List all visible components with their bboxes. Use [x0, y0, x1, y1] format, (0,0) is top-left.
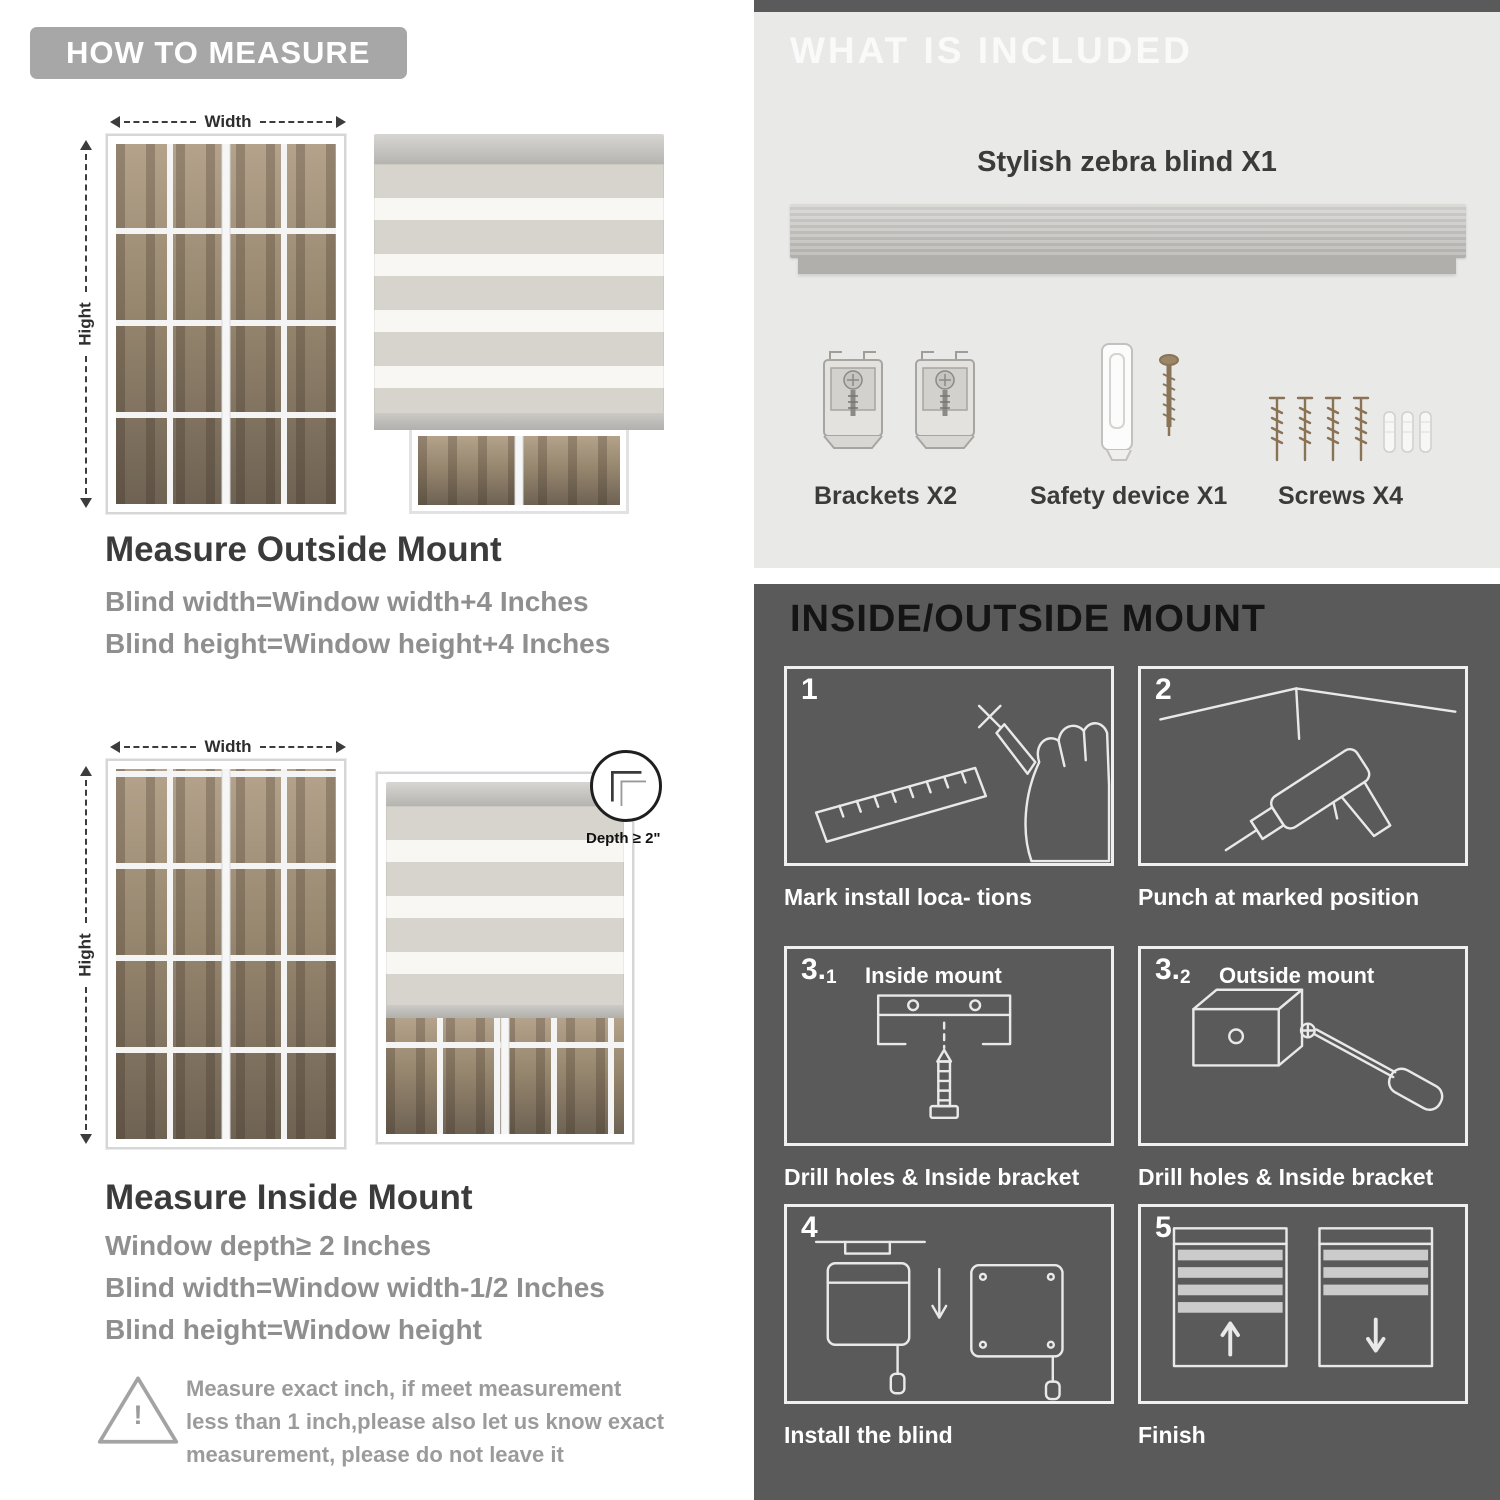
dashed-line — [85, 356, 87, 494]
width-arrow-outside: Width — [110, 112, 346, 132]
zebra-blind-illustration-inside — [376, 772, 634, 1144]
top-divider-strip — [754, 0, 1500, 12]
inside-mount-rule: Window depth≥ 2 Inches — [105, 1230, 432, 1261]
step-number: 3.1 — [801, 953, 837, 988]
mount-section-header: INSIDE/OUTSIDE MOUNT — [790, 598, 1267, 640]
outside-mount-rule: Blind height=Window height+4 Inches — [105, 628, 611, 659]
inside-outside-mount-section: INSIDE/OUTSIDE MOUNT 1 Mark install loca… — [754, 584, 1500, 1500]
step-panel-3-2: 3.2 Outside mount — [1138, 946, 1468, 1146]
corner-depth-icon — [611, 771, 646, 806]
zebra-stripes — [386, 806, 624, 1006]
height-arrow-outside: Hight — [76, 140, 96, 508]
arrow-left-icon — [110, 741, 120, 753]
window-panes — [116, 144, 336, 504]
depth-label: Depth ≥ 2" — [586, 830, 661, 847]
arrow-up-icon — [80, 766, 92, 776]
warning-exclamation: ! — [133, 1400, 143, 1430]
drill-illustration — [1159, 687, 1457, 852]
inside-mount-rule: Blind width=Window width-1/2 Inches — [105, 1272, 605, 1303]
install-blind-illustration — [814, 1240, 1064, 1401]
zebra-stripes — [374, 164, 664, 414]
zebra-blind-illustration-outside — [374, 134, 664, 514]
window-illustration-outside — [106, 134, 346, 514]
step-caption: Finish — [1138, 1422, 1206, 1448]
step-panel-1: 1 — [784, 666, 1114, 866]
step-number: 2 — [1155, 673, 1172, 706]
safety-device-icon — [1101, 343, 1179, 461]
step-caption: Drill holes & Inside bracket — [1138, 1164, 1434, 1190]
step-caption: Mark install loca- tions — [784, 884, 1032, 910]
arrow-left-icon — [110, 116, 120, 128]
screws-label: Screws X4 — [1278, 482, 1404, 510]
height-label: Hight — [76, 302, 95, 346]
outside-mount-rule: Blind width=Window width+4 Inches — [105, 586, 589, 617]
window-below-blind — [408, 430, 630, 514]
depth-callout-icon — [590, 750, 662, 822]
screws-icon — [1268, 396, 1432, 462]
blind-bottom-rail — [374, 414, 664, 430]
height-label: Hight — [76, 933, 95, 977]
dashed-line — [85, 154, 87, 292]
arrow-right-icon — [336, 741, 346, 753]
dashed-line — [124, 121, 197, 123]
arrow-right-icon — [336, 116, 346, 128]
step-caption: Punch at marked position — [1138, 884, 1420, 910]
headrail-bottom-lip — [798, 258, 1456, 274]
warning-text: Measure exact inch, if meet measurement … — [186, 1376, 665, 1467]
blind-cassette — [386, 782, 624, 806]
step-number: 4 — [801, 1211, 818, 1244]
headrail-illustration — [790, 204, 1466, 258]
outside-mount-title: Measure Outside Mount — [105, 530, 502, 569]
brackets-icon — [814, 342, 984, 472]
blind-cassette — [374, 134, 664, 164]
warning-triangle-icon — [97, 1376, 179, 1444]
step-number: 1 — [801, 673, 818, 706]
mark-locations-illustration — [814, 704, 1111, 863]
window-panes — [116, 769, 336, 1139]
how-to-measure-header: HOW TO MEASURE — [30, 27, 407, 79]
what-is-included-section: WHAT IS INCLUDED Stylish zebra blind X1 — [754, 12, 1500, 568]
arrow-up-icon — [80, 140, 92, 150]
step-panel-4: 4 — [784, 1204, 1114, 1404]
step-panel-2: 2 — [1138, 666, 1468, 866]
inside-bracket-illustration — [876, 994, 1012, 1119]
width-label: Width — [204, 737, 252, 756]
dashed-line — [85, 987, 87, 1130]
finish-illustration — [1172, 1227, 1434, 1368]
dashed-line — [85, 780, 87, 923]
dashed-line — [259, 121, 332, 123]
inside-mount-rule: Blind height=Window height — [105, 1314, 482, 1345]
height-arrow-inside: Hight — [76, 766, 96, 1144]
outside-bracket-illustration — [1192, 988, 1444, 1111]
window-illustration-inside — [106, 759, 346, 1149]
inside-mount-label: Inside mount — [865, 963, 1002, 988]
step-number: 3.2 — [1155, 953, 1191, 988]
inside-mount-title: Measure Inside Mount — [105, 1178, 473, 1217]
blind-item-label: Stylish zebra blind X1 — [977, 146, 1277, 178]
how-to-measure-section: HOW TO MEASURE Width Hight Mea — [0, 0, 754, 1500]
width-arrow-inside: Width — [110, 737, 346, 757]
arrow-down-icon — [80, 1134, 92, 1144]
outside-mount-label: Outside mount — [1219, 963, 1375, 988]
what-is-included-header: WHAT IS INCLUDED — [790, 30, 1193, 71]
blind-bottom-rail — [386, 1006, 624, 1018]
width-label: Width — [204, 112, 252, 131]
window-panes — [386, 1018, 624, 1134]
dashed-line — [259, 746, 332, 748]
dashed-line — [124, 746, 197, 748]
step-panel-3-1: 3.1 Inside mount — [784, 946, 1114, 1146]
arrow-down-icon — [80, 498, 92, 508]
safety-device-label: Safety device X1 — [1030, 482, 1228, 510]
step-number: 5 — [1155, 1211, 1172, 1244]
brackets-label: Brackets X2 — [814, 482, 958, 510]
window-panes — [417, 436, 621, 505]
step-caption: Drill holes & Inside bracket — [784, 1164, 1080, 1190]
step-panel-5: 5 — [1138, 1204, 1468, 1404]
step-caption: Install the blind — [784, 1422, 953, 1448]
